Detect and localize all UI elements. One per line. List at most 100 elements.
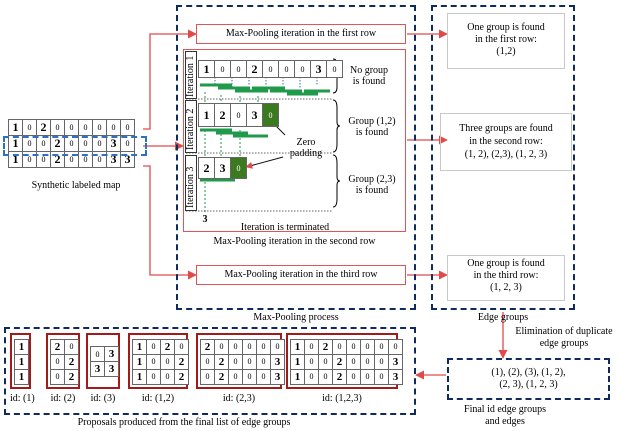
third-row-title: Max-Pooling iteration in the third row (224, 269, 378, 280)
grid-cell: 0 (318, 353, 333, 370)
grid-cell: 1 (290, 353, 305, 370)
grid-cell: 0 (160, 353, 175, 370)
selected-row-highlight (3, 136, 147, 156)
grid-cell: 0 (64, 338, 79, 355)
grid-cell: 0 (262, 60, 279, 78)
grid-cell: 0 (346, 368, 361, 385)
zero-padding-cell: 0 (262, 103, 279, 127)
grid-cell: 0 (160, 368, 175, 385)
grid-cell: 0 (242, 368, 257, 385)
grid-cell: 0 (78, 119, 93, 136)
grid-cell: 3 (310, 60, 327, 78)
res2-line1: Three groups are found (459, 123, 553, 134)
result-third-row-text: One group is found in the third row: (1,… (447, 258, 565, 294)
grid-cell: 1 (8, 119, 23, 136)
zero-padding-line2: padding (289, 148, 323, 159)
grid-cell: 0 (256, 353, 271, 370)
grid-cell: 0 (50, 368, 65, 385)
grid-cell: 0 (304, 338, 319, 355)
grid-cell: 1 (198, 60, 215, 78)
no-group-line1: No group (349, 65, 389, 76)
elim-line1: Elimination of duplicate (515, 326, 613, 337)
grid-cell: 2 (174, 368, 189, 385)
second-row-box (183, 49, 406, 232)
grid-cell: 2 (332, 368, 347, 385)
grid-cell: 0 (214, 338, 229, 355)
grid-cell: 0 (318, 368, 333, 385)
grid-cell: 0 (146, 353, 161, 370)
grid-cell: 0 (230, 103, 247, 127)
grid-cell: 2 (198, 157, 215, 179)
group23-line2: is found (355, 185, 389, 196)
grid-cell: 2 (50, 338, 65, 355)
result-first-row (447, 13, 565, 69)
grid-cell: 3 (104, 361, 119, 377)
result-first-row-text: One group is found in the first row: (1,… (447, 22, 565, 58)
group12-label: Group (1,2) is found (339, 116, 405, 138)
grid-cell: 1 (290, 368, 305, 385)
grid-cell: 1 (132, 368, 147, 385)
grid-cell: 0 (278, 60, 295, 78)
final-cap-line1: Final id edge groups (464, 404, 546, 415)
proposal-box (86, 333, 120, 389)
grid-cell: 3 (90, 361, 105, 377)
grid-cell: 0 (146, 368, 161, 385)
grid-cell: 0 (50, 119, 65, 136)
grid-cell: 2 (64, 353, 79, 370)
result-second-row (440, 113, 572, 171)
zero-padding-label: Zero padding (284, 137, 328, 159)
grid-cell: 1 (14, 368, 29, 385)
grid-cell: 3 (388, 368, 403, 385)
grid-cell: 0 (120, 119, 135, 136)
proposal-grid-row: 1 (14, 353, 29, 370)
final-cap-line2: and edges (485, 416, 525, 427)
proposal-id-label: id: (1) (10, 393, 35, 404)
grid-cell: 3 (388, 353, 403, 370)
second-row-title: Max-Pooling iteration in the second row (213, 236, 376, 247)
iteration3-frame (185, 155, 197, 211)
grid-cell: 0 (304, 368, 319, 385)
grid-cell: 0 (256, 368, 271, 385)
grid-cell: 0 (294, 60, 311, 78)
grid-cell: 2 (214, 368, 229, 385)
grid-cell: 0 (374, 368, 389, 385)
grid-cell: 2 (318, 338, 333, 355)
proposal-id-label: id: (2,3) (222, 393, 256, 404)
grid-cell: 0 (200, 368, 215, 385)
proposal-box (46, 333, 80, 389)
proposal-grid-row: 1 (14, 338, 29, 355)
group12-line2: is found (355, 127, 389, 138)
maxpool-process-caption: Max-Pooling process (253, 312, 339, 323)
res1-line2: in the first row: (475, 34, 537, 45)
maxpool-process-panel (176, 5, 416, 310)
grid-cell: 0 (174, 338, 189, 355)
final-groups-text: (1), (2), (3), (1, 2), (2, 3), (1, 2, 3) (447, 367, 610, 391)
grid-cell: 2 (214, 353, 229, 370)
proposal-id-label: id: (3) (90, 393, 116, 404)
grid-cell: 1 (14, 338, 29, 355)
iteration-terminated: Iteration is terminated (240, 222, 330, 233)
grid-cell: 3 (104, 346, 119, 362)
group23-line1: Group (2,3) (348, 174, 396, 185)
grid-cell: 0 (242, 338, 257, 355)
grid-cell: 2 (332, 353, 347, 370)
iteration3-label: Iteration 3 (185, 166, 196, 208)
grid-cell: 0 (228, 368, 243, 385)
grid-cell: 0 (360, 338, 375, 355)
elim-line2: edge groups (539, 338, 589, 349)
grid-cell: 0 (200, 353, 215, 370)
